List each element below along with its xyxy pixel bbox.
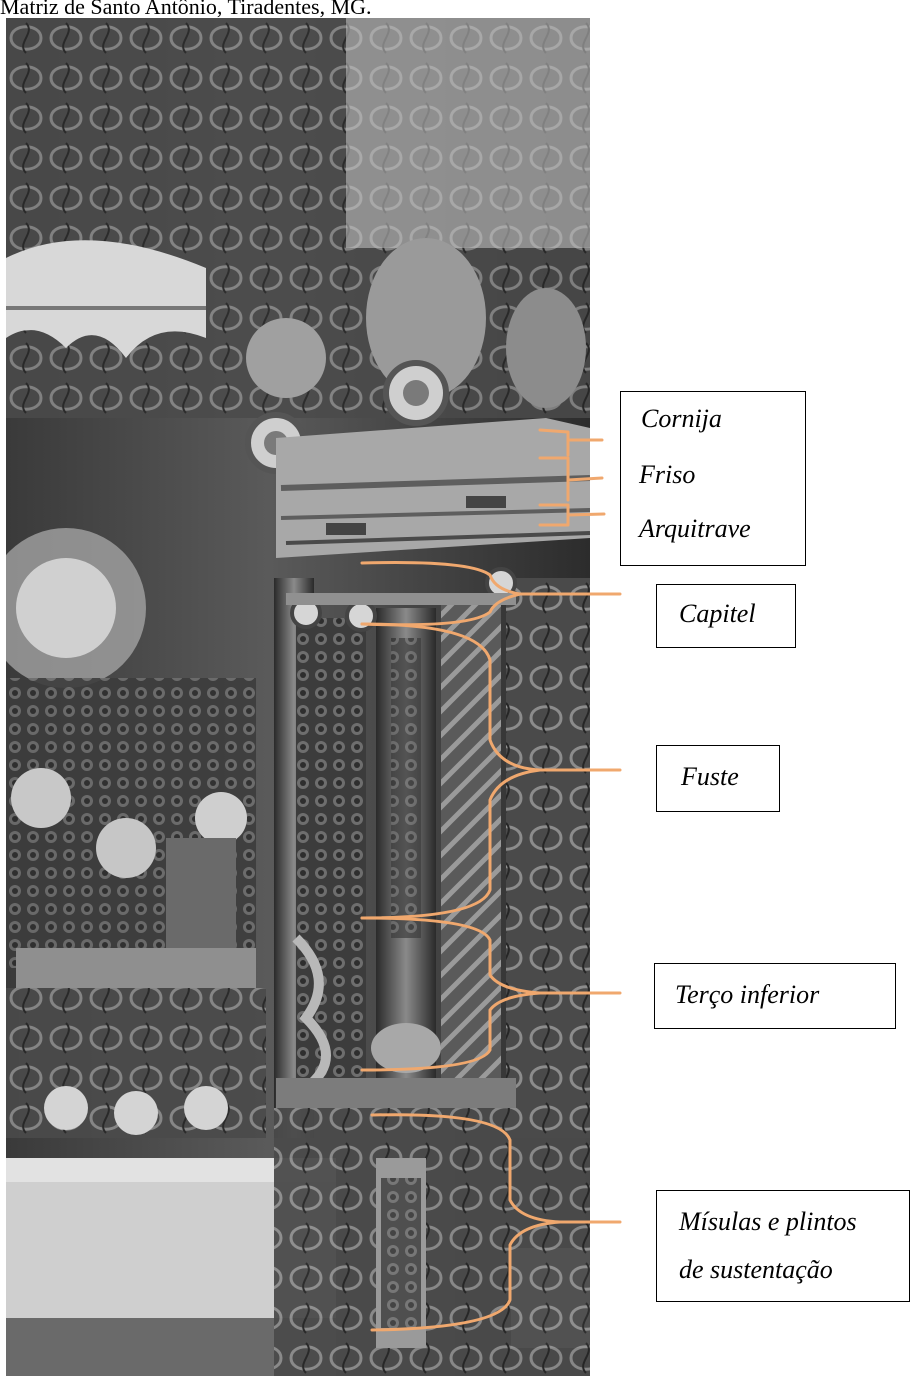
label-terco-inferior: Terço inferior <box>675 980 820 1009</box>
altarpiece-photo <box>6 18 590 1376</box>
figure-caption: Matriz de Santo Antônio, Tiradentes, MG. <box>0 0 372 19</box>
label-cornija: Cornija <box>641 404 722 433</box>
label-fuste: Fuste <box>681 762 739 791</box>
label-friso: Friso <box>639 460 696 489</box>
label-misulas-line2: de sustentação <box>679 1255 833 1284</box>
label-box-entablature: Cornija Friso Arquitrave <box>620 391 806 566</box>
label-box-misulas: Mísulas e plintos de sustentação <box>656 1190 910 1302</box>
label-arquitrave: Arquitrave <box>639 514 751 543</box>
label-misulas-line1: Mísulas e plintos <box>679 1207 857 1236</box>
label-capitel: Capitel <box>679 599 756 628</box>
label-box-fuste: Fuste <box>656 745 780 812</box>
label-box-terco-inferior: Terço inferior <box>654 963 896 1029</box>
label-box-capitel: Capitel <box>656 584 796 648</box>
